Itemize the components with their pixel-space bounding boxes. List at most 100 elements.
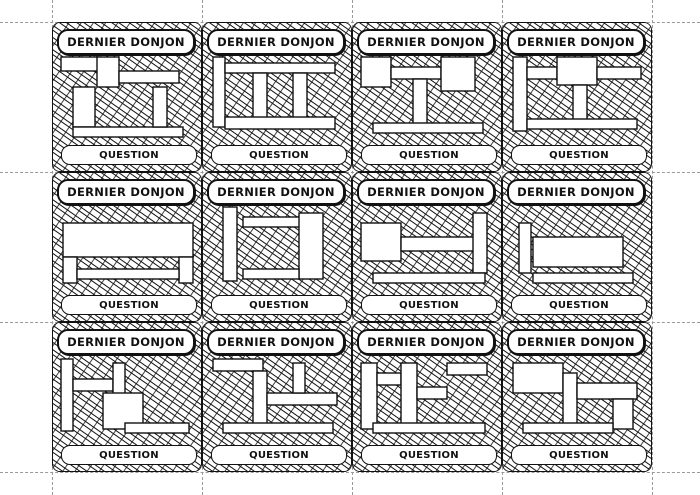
card-title-banner: DERNIER DONJON xyxy=(357,329,495,355)
dungeon-room xyxy=(526,66,558,80)
dungeon-room xyxy=(60,56,102,72)
dungeon-room xyxy=(224,62,336,74)
card-title: DERNIER DONJON xyxy=(367,35,485,49)
card-title-banner: DERNIER DONJON xyxy=(57,29,195,55)
card-title: DERNIER DONJON xyxy=(517,185,635,199)
question-label: QUESTION xyxy=(399,299,459,311)
card-title-banner: DERNIER DONJON xyxy=(207,29,345,55)
question-label: QUESTION xyxy=(99,149,159,161)
dungeon-room xyxy=(266,392,338,406)
dungeon-room xyxy=(532,236,624,268)
dungeon-card: DERNIER DONJON QUESTION xyxy=(202,172,352,322)
dungeon-card: DERNIER DONJON QUESTION xyxy=(352,22,502,172)
dungeon-room xyxy=(222,422,334,434)
dungeon-room xyxy=(612,398,634,430)
question-banner: QUESTION xyxy=(211,295,347,315)
card-title-banner: DERNIER DONJON xyxy=(507,329,645,355)
dungeon-room xyxy=(390,66,442,80)
dungeon-room xyxy=(400,236,482,252)
dungeon-room xyxy=(62,256,78,284)
question-banner: QUESTION xyxy=(361,145,497,165)
dungeon-room xyxy=(360,222,402,262)
cut-line-horizontal xyxy=(0,22,700,23)
dungeon-room xyxy=(562,372,578,430)
dungeon-card: DERNIER DONJON QUESTION xyxy=(502,322,652,472)
dungeon-card: DERNIER DONJON QUESTION xyxy=(502,172,652,322)
dungeon-room xyxy=(118,70,180,84)
question-banner: QUESTION xyxy=(61,295,197,315)
card-title-banner: DERNIER DONJON xyxy=(207,179,345,205)
dungeon-room xyxy=(556,56,598,86)
dungeon-room xyxy=(360,362,378,430)
dungeon-card: DERNIER DONJON QUESTION xyxy=(502,22,652,172)
card-title: DERNIER DONJON xyxy=(517,335,635,349)
dungeon-room xyxy=(72,86,96,128)
card-title: DERNIER DONJON xyxy=(517,35,635,49)
question-label: QUESTION xyxy=(549,299,609,311)
question-banner: QUESTION xyxy=(511,145,647,165)
dungeon-card: DERNIER DONJON QUESTION xyxy=(352,172,502,322)
dungeon-card: DERNIER DONJON QUESTION xyxy=(352,322,502,472)
dungeon-room xyxy=(576,382,638,400)
dungeon-room xyxy=(212,358,264,372)
dungeon-room xyxy=(512,362,564,394)
question-banner: QUESTION xyxy=(361,445,497,465)
card-title: DERNIER DONJON xyxy=(217,185,335,199)
cut-line-vertical xyxy=(652,0,653,495)
question-banner: QUESTION xyxy=(211,445,347,465)
card-title: DERNIER DONJON xyxy=(67,335,185,349)
dungeon-room xyxy=(224,116,336,130)
dungeon-card: DERNIER DONJON QUESTION xyxy=(52,172,202,322)
card-title-banner: DERNIER DONJON xyxy=(357,179,495,205)
question-label: QUESTION xyxy=(399,449,459,461)
question-label: QUESTION xyxy=(549,149,609,161)
question-label: QUESTION xyxy=(249,449,309,461)
card-title-banner: DERNIER DONJON xyxy=(57,329,195,355)
cut-line-horizontal xyxy=(0,322,700,323)
dungeon-room xyxy=(412,78,428,130)
dungeon-room xyxy=(526,118,638,130)
dungeon-room xyxy=(298,212,324,280)
dungeon-room xyxy=(446,362,488,376)
dungeon-room xyxy=(522,422,614,434)
dungeon-card: DERNIER DONJON QUESTION xyxy=(52,322,202,472)
card-title: DERNIER DONJON xyxy=(217,335,335,349)
dungeon-room xyxy=(212,56,226,128)
card-title-banner: DERNIER DONJON xyxy=(507,29,645,55)
dungeon-room xyxy=(60,358,74,432)
dungeon-room xyxy=(376,372,402,386)
dungeon-room xyxy=(518,222,532,274)
dungeon-room xyxy=(372,122,484,134)
question-banner: QUESTION xyxy=(361,295,497,315)
question-banner: QUESTION xyxy=(511,295,647,315)
cut-line-horizontal xyxy=(0,172,700,173)
dungeon-room xyxy=(532,272,634,284)
dungeon-card: DERNIER DONJON QUESTION xyxy=(52,22,202,172)
dungeon-room xyxy=(242,216,304,228)
dungeon-room xyxy=(372,422,486,434)
question-banner: QUESTION xyxy=(511,445,647,465)
dungeon-room xyxy=(252,370,268,430)
dungeon-card: DERNIER DONJON QUESTION xyxy=(202,322,352,472)
dungeon-room xyxy=(292,362,306,394)
dungeon-card: DERNIER DONJON QUESTION xyxy=(202,22,352,172)
question-banner: QUESTION xyxy=(211,145,347,165)
question-label: QUESTION xyxy=(249,149,309,161)
dungeon-room xyxy=(62,222,194,258)
dungeon-room xyxy=(400,362,418,426)
question-label: QUESTION xyxy=(99,449,159,461)
dungeon-room xyxy=(596,66,642,80)
dungeon-room xyxy=(76,268,180,280)
dungeon-room xyxy=(72,378,114,392)
question-banner: QUESTION xyxy=(61,145,197,165)
card-title-banner: DERNIER DONJON xyxy=(357,29,495,55)
dungeon-room xyxy=(440,56,476,92)
dungeon-room xyxy=(242,268,300,280)
cut-line-horizontal xyxy=(0,472,700,473)
question-label: QUESTION xyxy=(549,449,609,461)
card-title: DERNIER DONJON xyxy=(367,335,485,349)
dungeon-room xyxy=(360,56,392,88)
card-title: DERNIER DONJON xyxy=(67,185,185,199)
card-title-banner: DERNIER DONJON xyxy=(507,179,645,205)
